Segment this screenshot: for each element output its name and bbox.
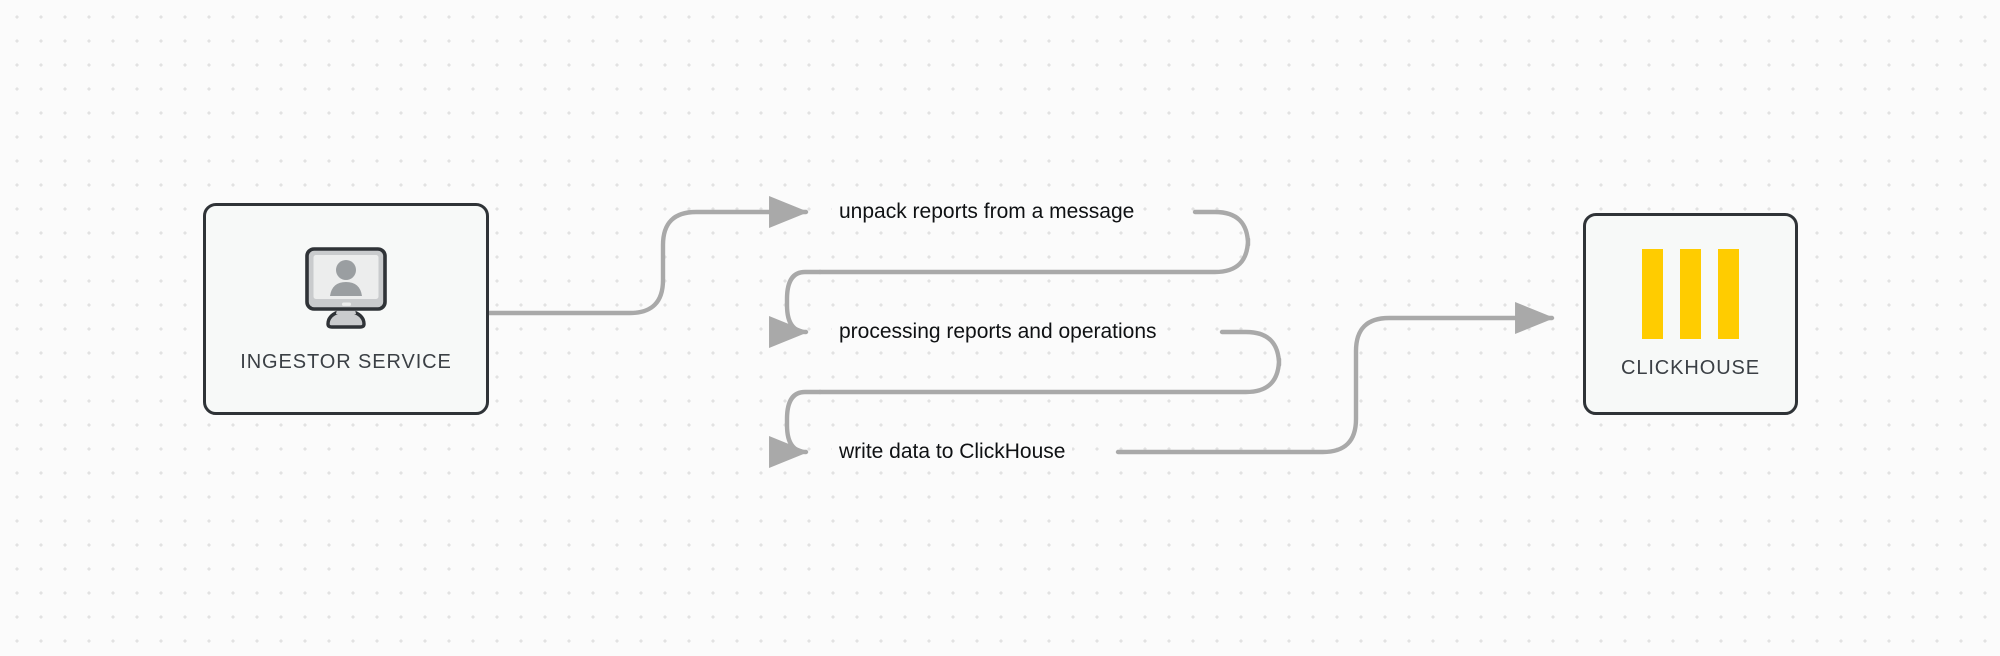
clickhouse-logo-bar bbox=[1718, 248, 1739, 339]
edge-return-row-2 bbox=[817, 329, 1282, 395]
edge-label-unpack-reports: unpack reports from a message bbox=[832, 199, 1142, 225]
edge-ingestor-to-step1 bbox=[486, 195, 809, 316]
clickhouse-logo-bar bbox=[1642, 248, 1663, 339]
edge-step2-to-step3 bbox=[769, 389, 823, 469]
clickhouse-logo-icon bbox=[1642, 248, 1739, 339]
edge-return-row-1 bbox=[817, 209, 1251, 275]
node-clickhouse-label: CLICKHOUSE bbox=[1620, 356, 1761, 379]
edge-step3-to-clickhouse bbox=[1115, 301, 1555, 455]
node-ingestor-service-label: INGESTOR SERVICE bbox=[240, 351, 452, 373]
node-clickhouse[interactable]: CLICKHOUSE bbox=[1583, 213, 1798, 415]
clickhouse-logo-bar bbox=[1680, 248, 1701, 339]
edge-label-write-data: write data to ClickHouse bbox=[832, 439, 1073, 465]
monitor-user-icon bbox=[298, 244, 394, 335]
edge-label-processing-reports: processing reports and operations bbox=[832, 319, 1164, 345]
edge-step1-to-step2 bbox=[769, 269, 823, 349]
node-ingestor-service[interactable]: INGESTOR SERVICE bbox=[203, 203, 489, 415]
